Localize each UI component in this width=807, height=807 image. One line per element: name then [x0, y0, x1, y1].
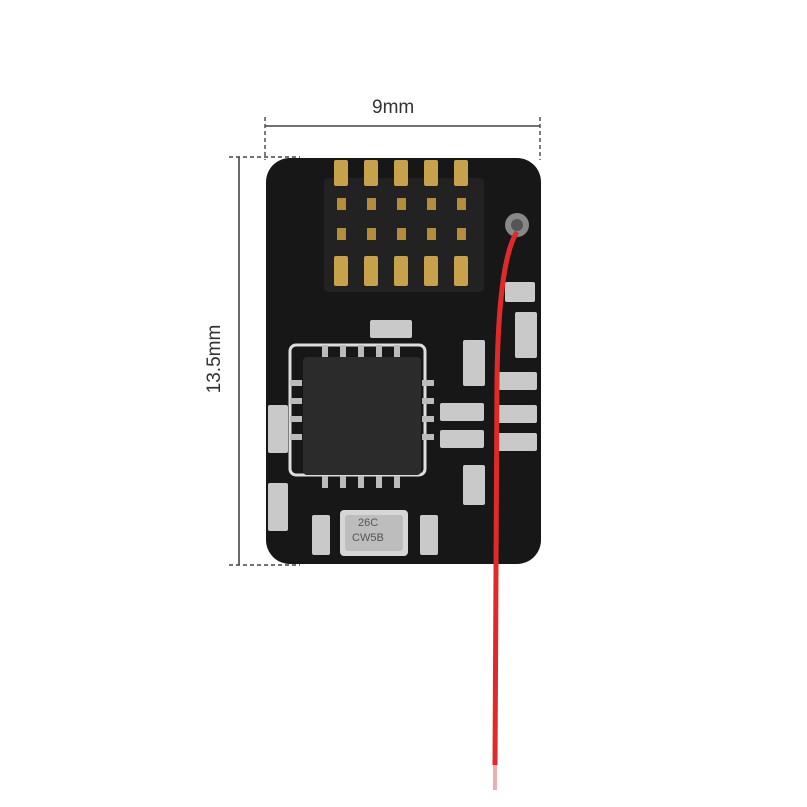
width-dimension-label: 9mm: [372, 97, 415, 118]
antenna-wire: [492, 230, 520, 766]
header-connector: [324, 160, 484, 292]
dimension-lines: [229, 117, 541, 566]
crystal-marking-line2: CW5B: [352, 532, 384, 544]
crystal-marking-line1: 26C: [358, 517, 379, 529]
crystal-oscillator: [340, 510, 408, 556]
smd-components: [268, 282, 537, 555]
height-dimension-label: 13.5mm: [204, 324, 225, 394]
main-chip: [288, 343, 434, 488]
